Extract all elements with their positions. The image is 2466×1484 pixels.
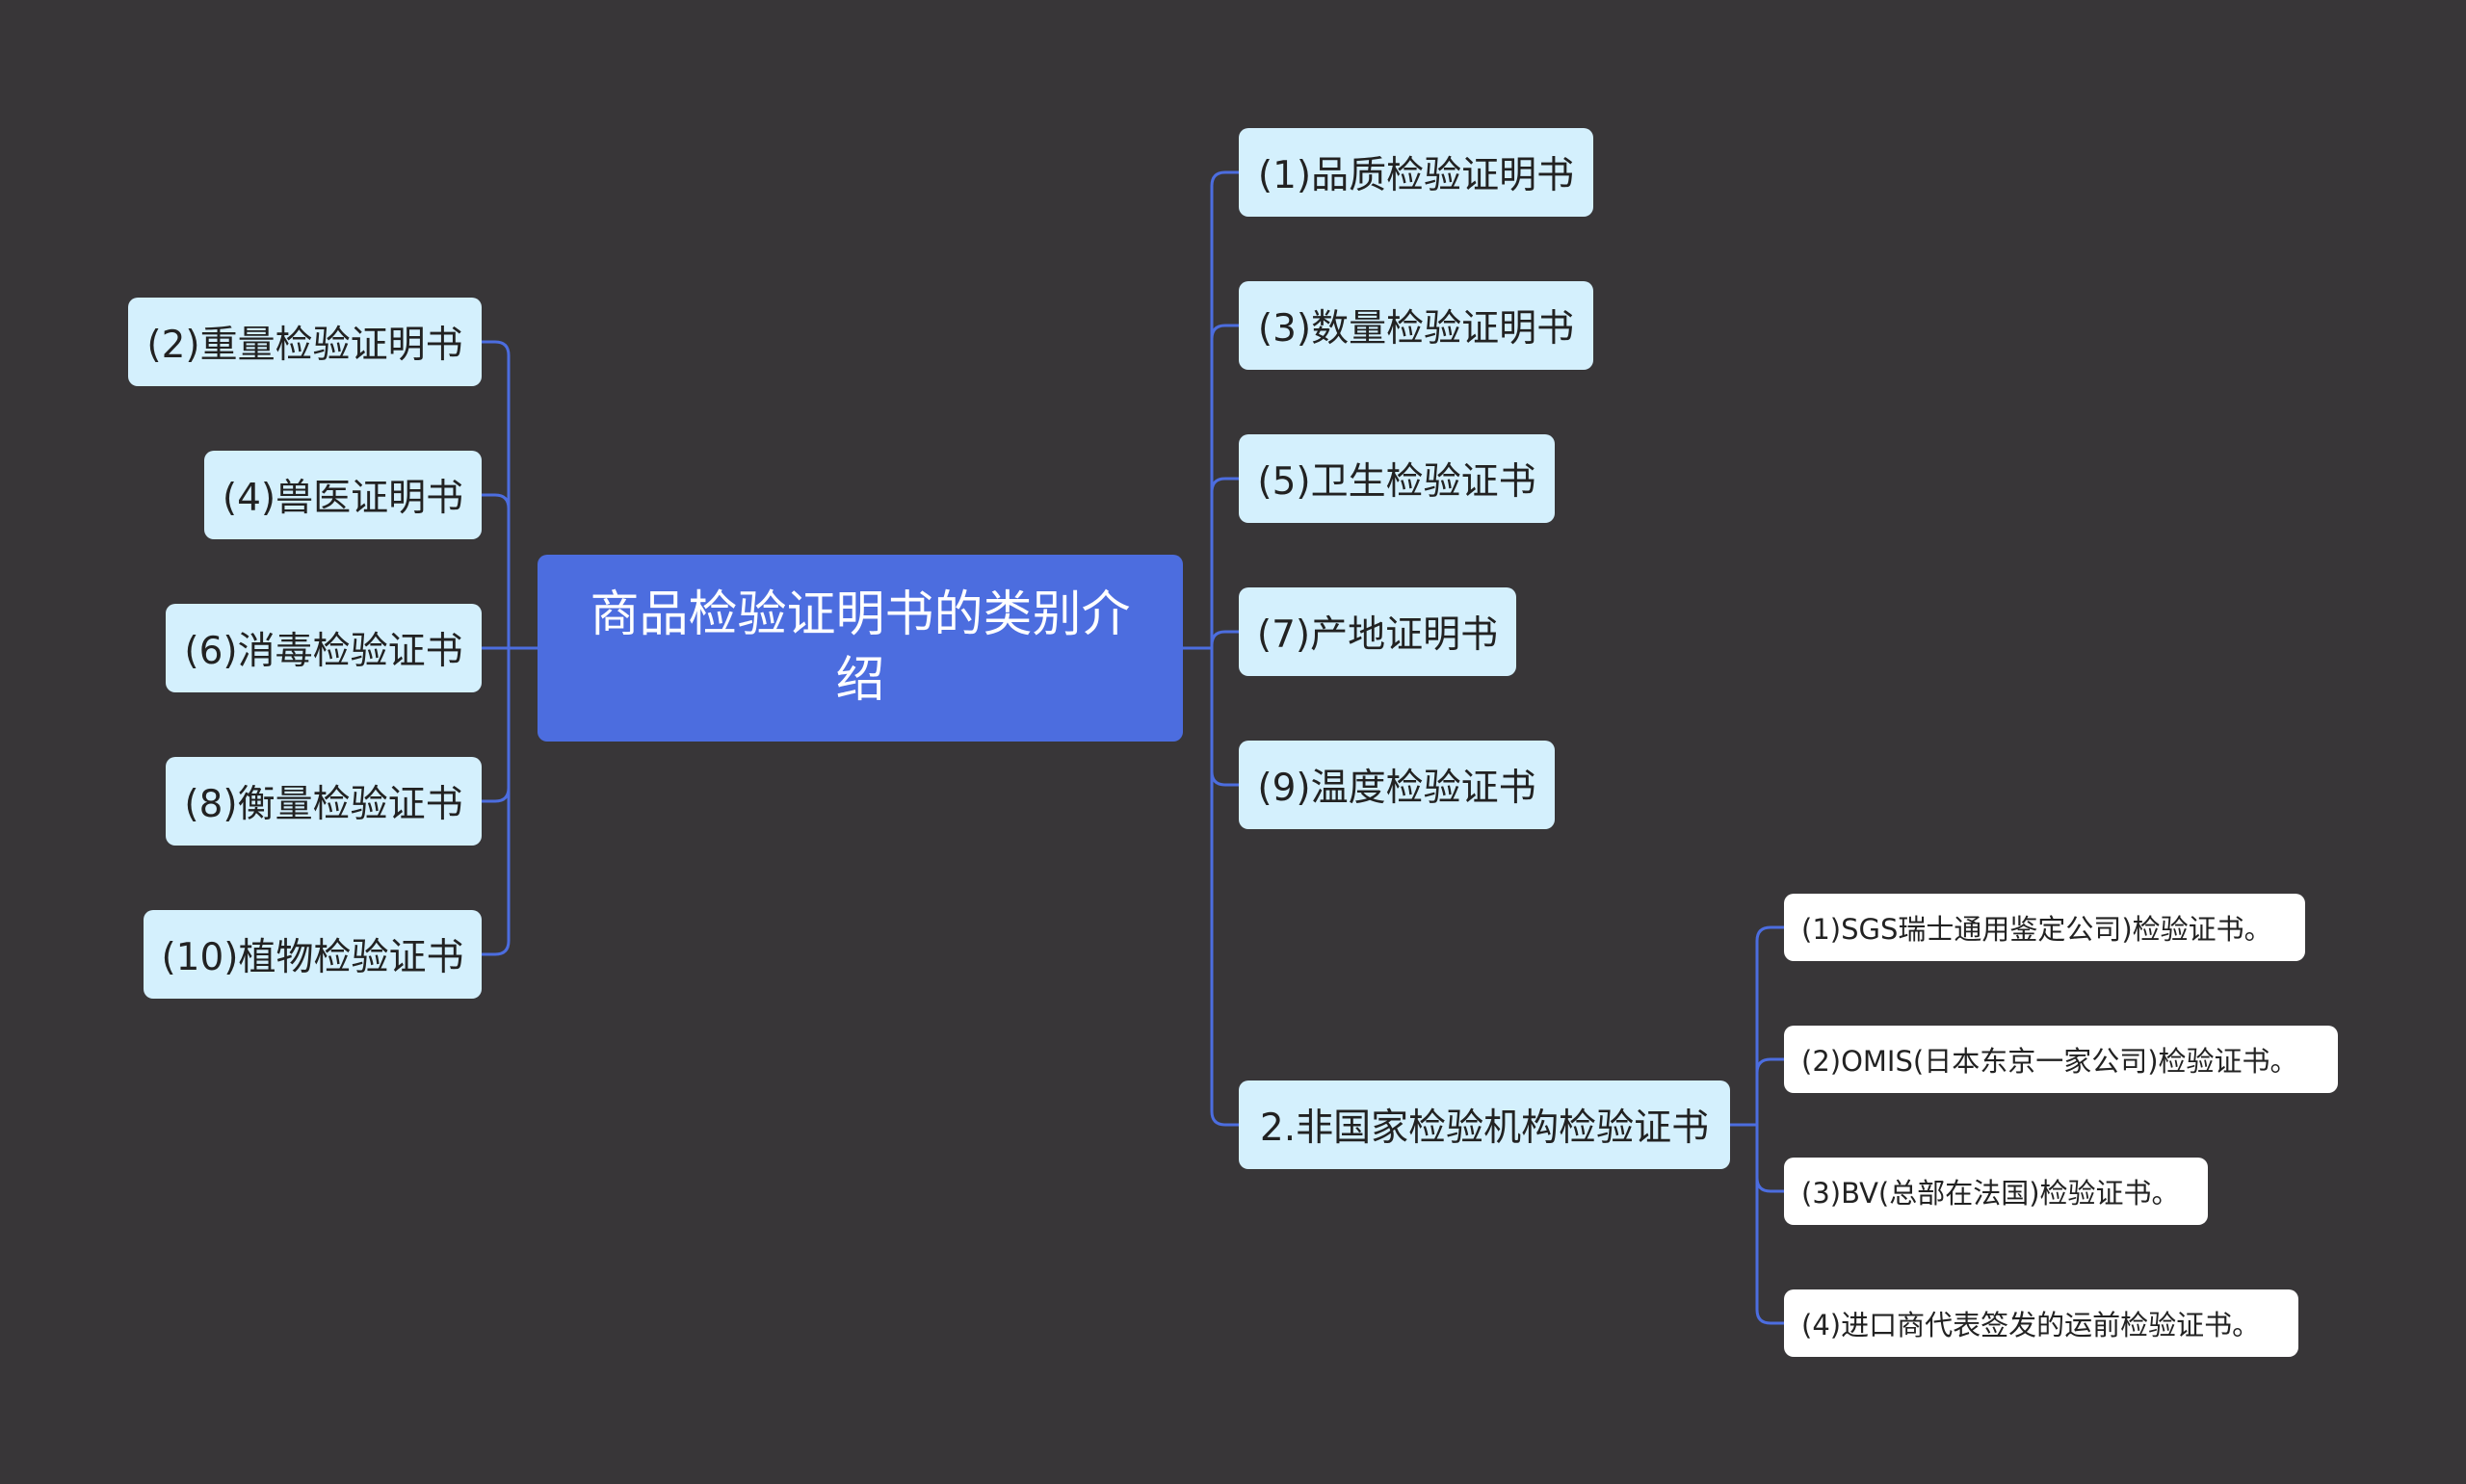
left-branch-link-4 — [482, 940, 511, 956]
left-node-plant[interactable]: (10)植物检验证书 — [144, 910, 482, 999]
node-label: 2.非国家检验机构检验证书 — [1259, 1106, 1710, 1150]
left-node-weight[interactable]: (2)重量检验证明书 — [128, 298, 482, 386]
sub-node-sgs[interactable]: (1)SGS瑞士通用鉴定公司)检验证书。 — [1784, 894, 2305, 961]
sub-branch-link-1 — [1755, 1057, 1784, 1074]
root-title: 商品检验证明书的类别介绍 — [590, 586, 1131, 709]
right-node-non-national[interactable]: 2.非国家检验机构检验证书 — [1239, 1080, 1730, 1169]
left-node-disinfection[interactable]: (6)消毒检验证书 — [166, 604, 482, 692]
right-node-origin[interactable]: (7)产地证明书 — [1239, 587, 1516, 676]
left-node-measurement[interactable]: (8)衡量检验证书 — [166, 757, 482, 846]
left-branch-link-0 — [482, 340, 511, 356]
node-label: (7)产地证明书 — [1256, 613, 1499, 657]
right-node-quality[interactable]: (1)品质检验证明书 — [1239, 128, 1593, 217]
sub-node-omis[interactable]: (2)OMIS(日本东京一家公司)检验证书。 — [1784, 1026, 2338, 1093]
sub-node-pre-shipment[interactable]: (4)进口商代表签发的运前检验证书。 — [1784, 1289, 2298, 1357]
right-branch-link-3 — [1210, 630, 1239, 646]
right-node-quantity[interactable]: (3)数量检验证明书 — [1239, 281, 1593, 370]
right-branch-link-2 — [1210, 477, 1239, 493]
node-label: (1)品质检验证明书 — [1257, 154, 1575, 197]
sub-branch-link-2 — [1755, 1177, 1784, 1193]
node-label: (8)衡量检验证书 — [184, 783, 463, 826]
root-node[interactable]: 商品检验证明书的类别介绍 — [538, 555, 1183, 742]
right-node-sanitary[interactable]: (5)卫生检验证书 — [1239, 434, 1555, 523]
node-label: (4)进口商代表签发的运前检验证书。 — [1801, 1309, 2261, 1341]
left-node-veterinary[interactable]: (4)兽医证明书 — [204, 451, 482, 539]
node-label: (1)SGS瑞士通用鉴定公司)检验证书。 — [1801, 913, 2272, 946]
node-label: (5)卫生检验证书 — [1257, 460, 1536, 504]
right-branch-link-0 — [1210, 170, 1239, 187]
left-branch-link-3 — [482, 787, 511, 803]
node-label: (4)兽医证明书 — [222, 477, 464, 520]
sub-branch-link-0 — [1755, 925, 1784, 942]
right-branch-link-4 — [1210, 770, 1239, 787]
node-label: (6)消毒检验证书 — [184, 630, 463, 673]
node-label: (10)植物检验证书 — [161, 936, 464, 979]
node-label: (9)温度检验证书 — [1257, 767, 1536, 810]
right-node-temperature[interactable]: (9)温度检验证书 — [1239, 741, 1555, 829]
node-label: (3)数量检验证明书 — [1257, 307, 1575, 351]
right-branch-link-1 — [1210, 324, 1239, 340]
sub-branch-link-3 — [1755, 1309, 1784, 1325]
right-branch-link-5 — [1210, 1110, 1239, 1127]
left-branch-link-1 — [482, 493, 511, 509]
node-label: (2)重量检验证明书 — [146, 324, 463, 367]
node-label: (3)BV(总部在法国)检验证书。 — [1801, 1177, 2180, 1210]
sub-node-bv[interactable]: (3)BV(总部在法国)检验证书。 — [1784, 1158, 2208, 1225]
node-label: (2)OMIS(日本东京一家公司)检验证书。 — [1801, 1045, 2298, 1078]
